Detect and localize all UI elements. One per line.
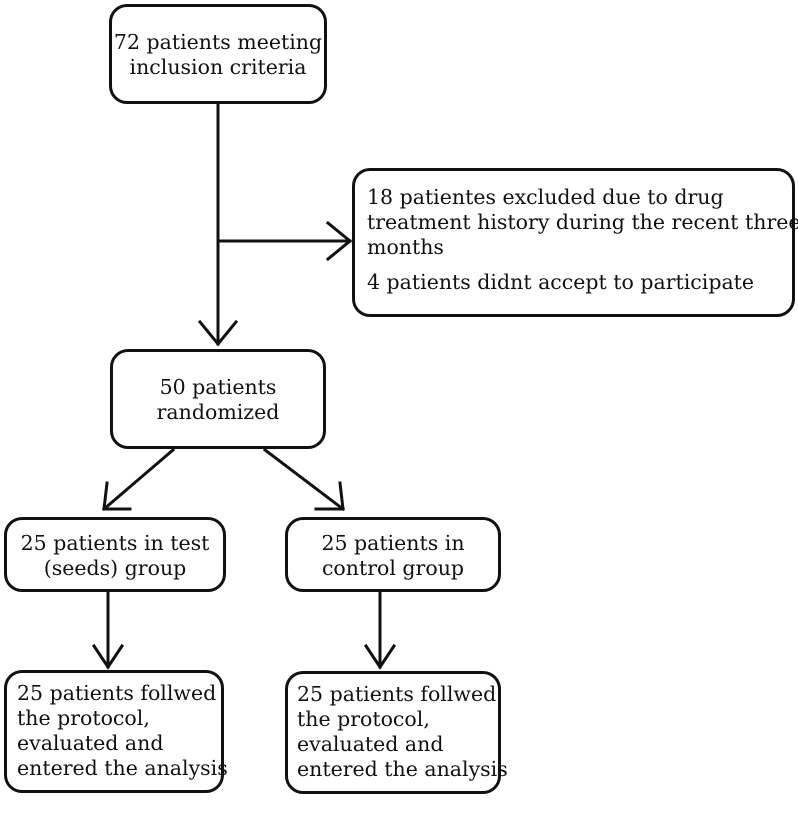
connector-randomized-to-test bbox=[101, 447, 176, 512]
test-outcome-line-4: entered the analysis bbox=[17, 756, 228, 780]
arrowhead-test bbox=[102, 481, 132, 511]
test-outcome-line-1: 25 patients follwed bbox=[17, 681, 217, 705]
control-group-line-1: 25 patients in bbox=[321, 531, 465, 555]
control-outcome-line-4: entered the analysis bbox=[297, 757, 508, 781]
control-group-line-2: control group bbox=[321, 556, 465, 580]
enrollment-line-2: inclusion criteria bbox=[129, 55, 307, 79]
arrowhead-control-outcome bbox=[363, 643, 397, 670]
control-outcome-line-2: the protocol, bbox=[297, 707, 430, 731]
test-group-line-1: 25 patients in test bbox=[20, 531, 210, 555]
control-outcome-line-3: evaluated and bbox=[297, 732, 444, 756]
exclusion-declined-line: 4 patients didnt accept to participate bbox=[367, 270, 755, 294]
exclusion-line-3: months bbox=[367, 235, 444, 259]
arrowhead-randomized bbox=[197, 319, 239, 347]
test-group-box: 25 patients in test (seeds) group bbox=[4, 517, 226, 592]
control-group-box: 25 patients in control group bbox=[285, 517, 501, 592]
test-outcome-line-3: evaluated and bbox=[17, 731, 164, 755]
exclusion-line-2: treatment history during the recent thre… bbox=[367, 210, 798, 234]
connector-randomized-to-control bbox=[262, 447, 346, 512]
arrowhead-test-outcome bbox=[91, 643, 125, 670]
randomized-box: 50 patients randomized bbox=[110, 349, 326, 449]
arrowhead-excluded bbox=[325, 220, 353, 262]
control-outcome-box: 25 patients follwed the protocol, evalua… bbox=[285, 671, 508, 794]
exclusion-line-1: 18 patientes excluded due to drug bbox=[367, 185, 724, 209]
randomized-line-1: 50 patients bbox=[159, 375, 277, 399]
arrowhead-control bbox=[314, 481, 345, 511]
test-group-line-2: (seeds) group bbox=[43, 556, 187, 580]
test-outcome-box: 25 patients follwed the protocol, evalua… bbox=[4, 670, 228, 793]
control-outcome-line-1: 25 patients follwed bbox=[297, 682, 497, 706]
exclusion-box: 18 patientes excluded due to drug treatm… bbox=[352, 168, 798, 317]
enrollment-line-1: 72 patients meeting bbox=[113, 30, 323, 54]
enrollment-box: 72 patients meeting inclusion criteria bbox=[109, 4, 327, 104]
test-outcome-line-2: the protocol, bbox=[17, 706, 150, 730]
randomized-line-2: randomized bbox=[156, 400, 280, 424]
exclusion-spacer bbox=[367, 260, 792, 270]
